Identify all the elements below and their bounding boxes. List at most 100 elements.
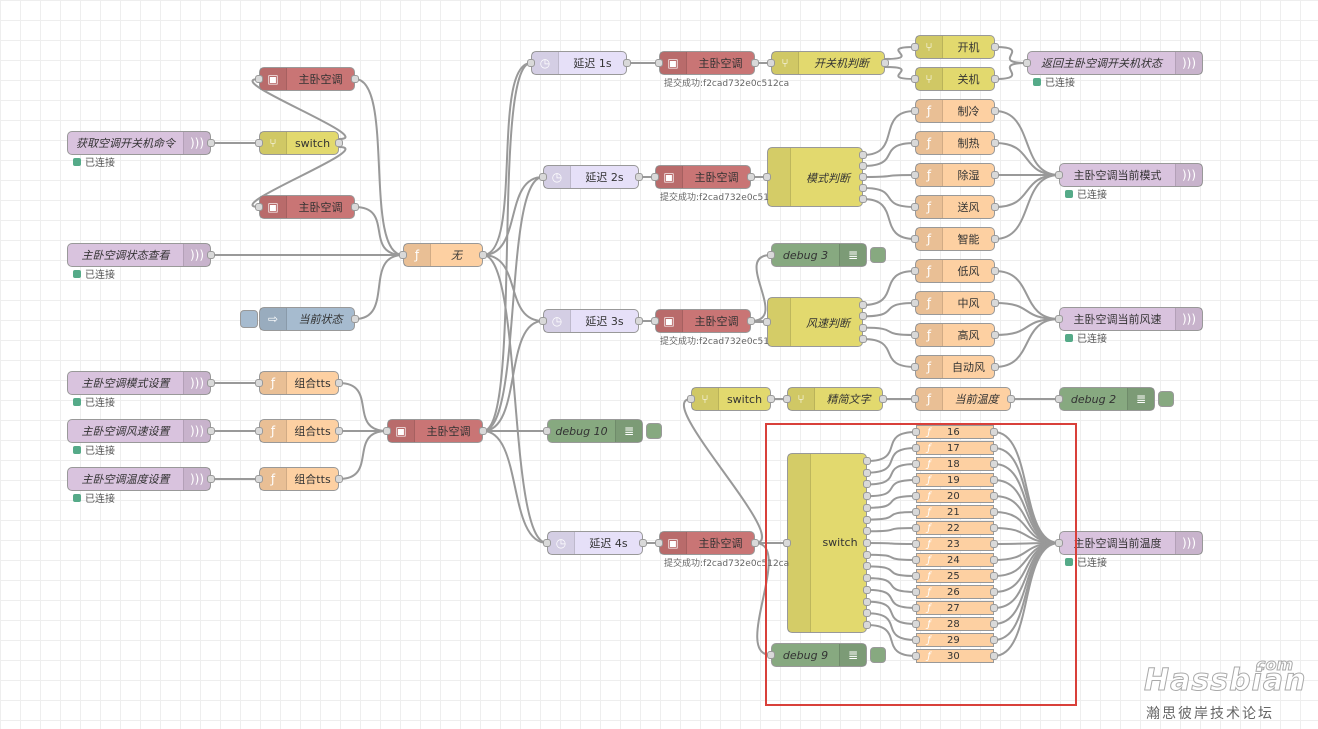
input-port[interactable] [783, 539, 791, 547]
input-port[interactable] [255, 139, 263, 147]
node-api-d2[interactable]: ▣主卧空调 [655, 165, 751, 189]
wire[interactable] [866, 553, 917, 561]
debug-toggle-button[interactable] [646, 423, 662, 439]
wire[interactable] [866, 511, 917, 521]
input-port[interactable] [911, 107, 919, 115]
wire[interactable] [866, 600, 917, 625]
output-port[interactable] [990, 428, 998, 436]
output-port[interactable] [351, 75, 359, 83]
input-port[interactable] [912, 492, 920, 500]
output-port[interactable] [863, 550, 871, 559]
node-out-power[interactable]: )))返回主卧空调开关机状态 [1027, 51, 1203, 75]
output-port[interactable] [767, 395, 775, 403]
wire[interactable] [338, 382, 388, 432]
output-port[interactable] [859, 323, 867, 332]
input-port[interactable] [912, 620, 920, 628]
output-port[interactable] [623, 59, 631, 67]
wire[interactable] [866, 612, 917, 641]
input-port[interactable] [912, 652, 920, 660]
output-port[interactable] [863, 492, 871, 501]
output-port[interactable] [207, 379, 215, 387]
input-port[interactable] [539, 173, 547, 181]
wire[interactable] [994, 318, 1060, 368]
input-port[interactable] [911, 267, 919, 275]
output-port[interactable] [335, 475, 343, 483]
input-port[interactable] [767, 651, 775, 659]
wire[interactable] [866, 577, 917, 593]
wire[interactable] [994, 142, 1060, 176]
output-port[interactable] [990, 460, 998, 468]
input-port[interactable] [912, 508, 920, 516]
wire[interactable] [866, 447, 917, 474]
wire[interactable] [994, 46, 1028, 64]
output-port[interactable] [639, 539, 647, 547]
output-port[interactable] [859, 184, 867, 192]
wire[interactable] [994, 110, 1060, 176]
input-port[interactable] [1055, 395, 1063, 403]
wire[interactable] [866, 431, 917, 462]
input-port[interactable] [763, 318, 771, 326]
input-port[interactable] [912, 604, 920, 612]
output-port[interactable] [863, 468, 871, 477]
input-port[interactable] [543, 539, 551, 547]
output-port[interactable] [991, 107, 999, 115]
output-port[interactable] [479, 427, 487, 435]
output-port[interactable] [335, 427, 343, 435]
input-port[interactable] [651, 317, 659, 325]
output-port[interactable] [859, 173, 867, 181]
output-port[interactable] [991, 203, 999, 211]
node-out-mode[interactable]: )))主卧空调当前模式 [1059, 163, 1203, 187]
wire[interactable] [884, 66, 916, 80]
output-port[interactable] [991, 139, 999, 147]
output-port[interactable] [863, 585, 871, 594]
wire[interactable] [866, 588, 917, 609]
input-port[interactable] [767, 251, 775, 259]
input-port[interactable] [911, 395, 919, 403]
output-port[interactable] [859, 151, 867, 159]
output-port[interactable] [863, 609, 871, 618]
debug-toggle-button[interactable] [1158, 391, 1174, 407]
output-port[interactable] [751, 539, 759, 547]
output-port[interactable] [863, 574, 871, 583]
output-port[interactable] [991, 235, 999, 243]
wire[interactable] [862, 270, 916, 306]
output-port[interactable] [207, 139, 215, 147]
node-debug10[interactable]: ≣debug 10 [547, 419, 643, 443]
node-api-d4[interactable]: ▣主卧空调 [659, 531, 755, 555]
wire[interactable] [862, 326, 916, 336]
output-port[interactable] [881, 59, 889, 67]
inject-button[interactable] [240, 310, 258, 328]
wire[interactable] [750, 254, 772, 322]
input-port[interactable] [912, 556, 920, 564]
input-port[interactable] [651, 173, 659, 181]
wire[interactable] [866, 479, 917, 498]
wire[interactable] [866, 624, 917, 657]
node-delay1[interactable]: ◷延迟 1s [531, 51, 627, 75]
input-port[interactable] [539, 317, 547, 325]
wire[interactable] [994, 62, 1028, 80]
wire[interactable] [338, 430, 388, 480]
input-port[interactable] [783, 395, 791, 403]
output-port[interactable] [990, 444, 998, 452]
input-port[interactable] [911, 171, 919, 179]
output-port[interactable] [859, 195, 867, 203]
output-port[interactable] [990, 636, 998, 644]
node-api-d3[interactable]: ▣主卧空调 [655, 309, 751, 333]
output-port[interactable] [991, 363, 999, 371]
wire[interactable] [682, 398, 764, 544]
input-port[interactable] [655, 539, 663, 547]
wire[interactable] [750, 320, 768, 323]
output-port[interactable] [991, 267, 999, 275]
input-port[interactable] [911, 235, 919, 243]
wire[interactable] [866, 542, 917, 545]
input-port[interactable] [383, 427, 391, 435]
output-port[interactable] [351, 315, 359, 323]
input-port[interactable] [911, 43, 919, 51]
input-port[interactable] [655, 59, 663, 67]
